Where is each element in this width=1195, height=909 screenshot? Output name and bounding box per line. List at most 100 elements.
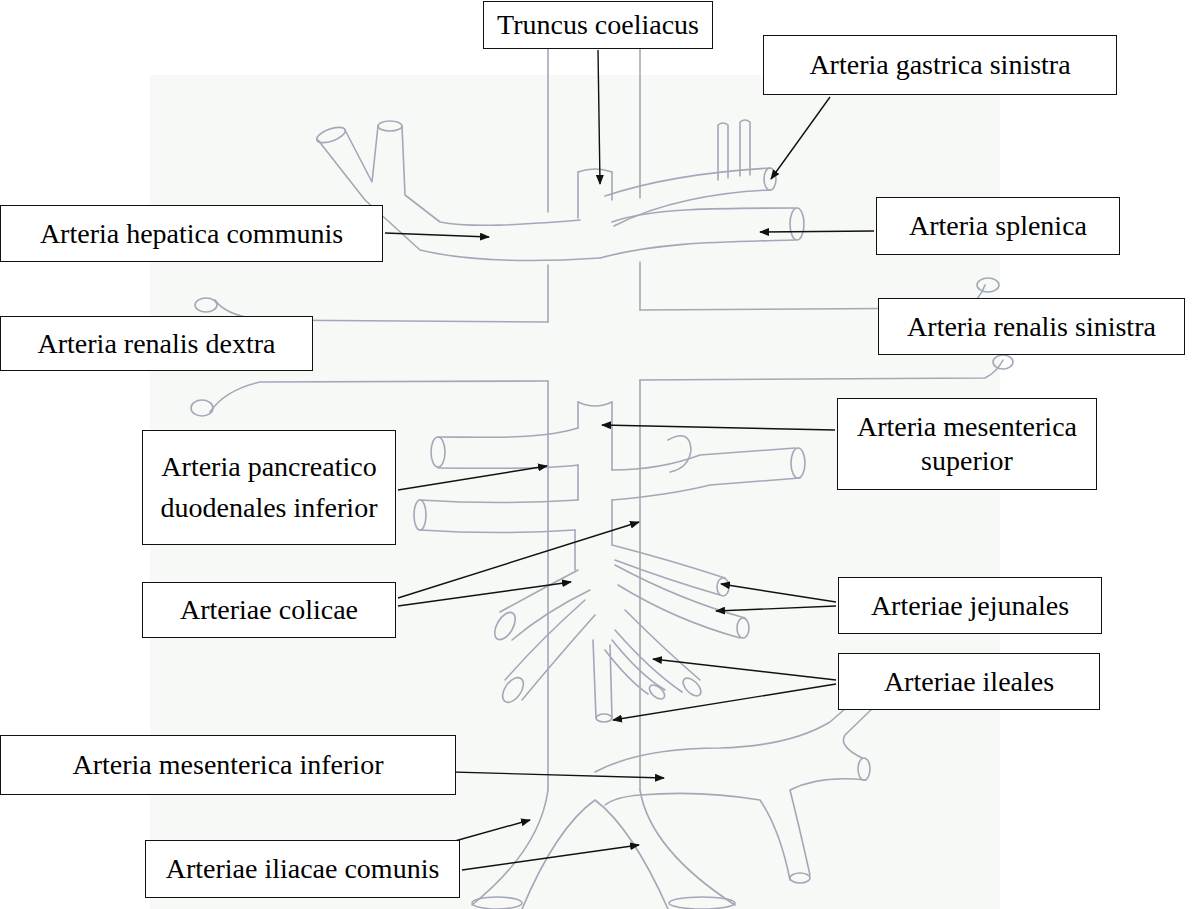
label-box: Truncus coeliacus (483, 1, 713, 49)
label-box: Arteria renalis dextra (0, 316, 313, 371)
label-text: Arteria pancreatico duodenales inferior (153, 447, 385, 528)
artery-outline (345, 126, 378, 182)
leader-line (398, 582, 571, 606)
label-box: Arteria splenica (876, 197, 1120, 255)
artery-outline (993, 355, 1013, 369)
artery-outline (522, 615, 595, 700)
label-box: Arteriae iliacae comunis (145, 840, 460, 898)
leader-line (385, 233, 489, 237)
artery-outline (500, 570, 578, 612)
artery-outline (605, 793, 790, 880)
artery-outline (612, 478, 800, 500)
label-body: Arteriae jejunales (871, 589, 1069, 623)
artery-outline (472, 790, 548, 905)
artery-outline (378, 121, 402, 131)
label-text: Arteriae colicae (180, 593, 358, 627)
label-body: Arteria splenica (909, 209, 1087, 243)
label-text: Arteria mesenterica inferior (73, 748, 384, 782)
label-body: Arteria renalis dextra (38, 327, 276, 361)
leader-line (462, 845, 639, 870)
label-body: Truncus coeliacus (497, 8, 699, 42)
artery-outline (420, 500, 578, 503)
label-box: Arteria renalis sinistra (878, 298, 1185, 355)
label-body: Arteria pancreatico duodenales inferior (153, 447, 385, 528)
artery-outline (791, 448, 805, 478)
artery-outline (843, 705, 876, 758)
label-text: Arteriae ileales (884, 665, 1054, 699)
label-box: Arteria mesenterica inferior (0, 735, 456, 795)
leader-line (721, 584, 836, 602)
label-text: Truncus coeliacus (497, 8, 699, 42)
label-text: Arteria renalis dextra (38, 327, 276, 361)
artery-outline (668, 436, 691, 472)
artery-outline (595, 694, 862, 772)
leader-line (771, 97, 830, 179)
artery-outline (438, 465, 578, 468)
artery-outline (614, 190, 770, 226)
artery-outline (639, 32, 641, 790)
artery-outline (578, 169, 612, 172)
label-body: Arteriae iliacae comunis (166, 852, 440, 886)
artery-outline (191, 400, 213, 416)
label-box: Arteria hepatica communis (0, 205, 383, 262)
artery-outline (491, 609, 520, 643)
artery-outline (737, 618, 749, 638)
artery-outline (522, 800, 668, 909)
label-box: Arteriae jejunales (838, 577, 1102, 634)
label-box: Arteriae colicae (142, 582, 396, 638)
artery-outline (438, 428, 578, 437)
artery-outline (618, 585, 740, 638)
artery-outline (669, 897, 735, 909)
label-body: Arteria mesenterica superior (848, 410, 1086, 477)
artery-outline (210, 381, 548, 412)
label-text: Arteriae iliacae comunis (166, 852, 440, 886)
label-body: Arteria mesenterica inferior (73, 748, 384, 782)
label-text: Arteria mesenterica superior (848, 410, 1086, 477)
artery-outline (858, 758, 870, 780)
artery-outline (680, 675, 704, 699)
label-text: Arteria hepatica communis (40, 217, 343, 251)
artery-outline (195, 298, 217, 312)
leader-line (760, 231, 874, 232)
artery-outline (578, 402, 612, 406)
artery-outline (717, 578, 729, 596)
artery-outline (740, 120, 750, 176)
label-box: Arteriae ileales (838, 653, 1100, 710)
leader-line (598, 50, 600, 184)
artery-outline (625, 610, 700, 680)
artery-outline (498, 674, 527, 706)
artery-outline (431, 437, 445, 467)
label-box: Arteria gastrica sinistra (763, 35, 1117, 95)
label-body: Arteria gastrica sinistra (809, 48, 1070, 82)
artery-outline (596, 714, 612, 722)
artery-outline (790, 779, 866, 875)
leader-line (602, 425, 835, 430)
artery-outline (764, 168, 776, 190)
label-body: Arteria hepatica communis (40, 217, 343, 251)
label-box: Arteria pancreatico duodenales inferior (142, 430, 396, 545)
leader-line (716, 606, 836, 611)
leader-line (613, 684, 836, 720)
leader-line (398, 522, 639, 598)
label-box: Arteria mesenterica superior (837, 398, 1097, 490)
artery-outline (547, 32, 549, 790)
label-body: Arteriae ileales (884, 665, 1054, 699)
leader-line (398, 466, 547, 490)
artery-outline (647, 682, 667, 701)
leader-line (653, 659, 836, 680)
artery-outline (600, 240, 795, 258)
label-body: Arteriae colicae (180, 593, 358, 627)
artery-outline (402, 126, 580, 225)
label-text: Arteria splenica (909, 209, 1087, 243)
artery-outline (472, 897, 522, 909)
artery-outline (790, 873, 810, 883)
artery-outline (718, 123, 728, 180)
artery-outline (640, 790, 735, 905)
label-text: Arteria gastrica sinistra (809, 48, 1070, 82)
artery-outline (790, 208, 804, 240)
label-text: Arteriae jejunales (871, 589, 1069, 623)
artery-outline (640, 360, 1003, 380)
artery-outline (414, 500, 426, 530)
artery-outline (611, 402, 613, 545)
